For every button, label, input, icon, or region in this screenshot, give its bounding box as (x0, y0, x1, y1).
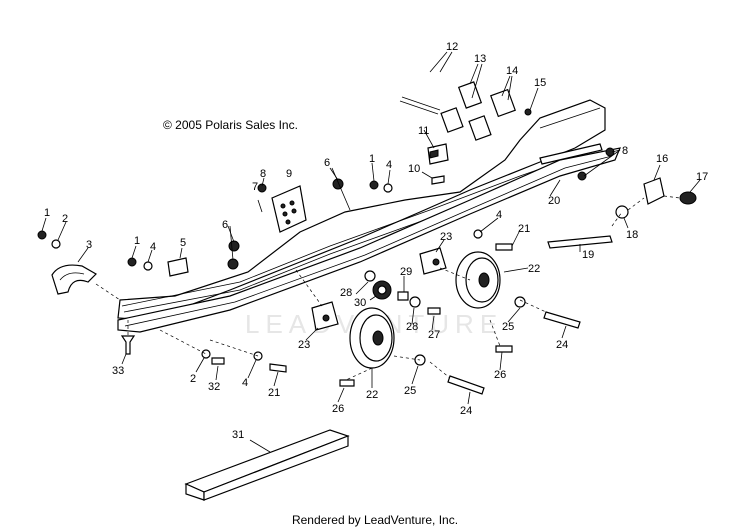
callout-12: 12 (446, 41, 458, 53)
callout-25b: 25 (404, 385, 416, 397)
callout-4c: 4 (496, 209, 502, 221)
bolt-27[interactable] (427, 307, 441, 315)
callout-7: 7 (252, 181, 258, 193)
callout-27: 27 (428, 329, 440, 341)
callout-13: 13 (474, 53, 486, 65)
wheel-bracket-23-upper[interactable] (419, 247, 447, 275)
callout-2: 2 (62, 213, 68, 225)
callout-21b: 21 (268, 387, 280, 399)
callout-1: 1 (369, 153, 375, 165)
idler-wheel-22-upper[interactable] (455, 251, 501, 309)
callout-26b: 26 (332, 403, 344, 415)
block-5[interactable] (167, 257, 189, 277)
callout-5: 5 (180, 237, 186, 249)
callout-3: 3 (86, 239, 92, 251)
callout-2b: 2 (190, 373, 196, 385)
axle-19[interactable] (547, 235, 613, 249)
slide-rail-lower[interactable] (117, 147, 621, 333)
callout-22b: 22 (366, 389, 378, 401)
callout-23b: 23 (298, 339, 310, 351)
callout-1b: 1 (44, 207, 50, 219)
wheel-bracket-23-lower[interactable] (311, 301, 339, 331)
callout-26: 26 (494, 369, 506, 381)
bushing-18[interactable] (615, 205, 629, 219)
washer-2-4[interactable] (51, 183, 483, 361)
callout-32: 32 (208, 381, 220, 393)
callout-16: 16 (656, 153, 668, 165)
callout-17: 17 (696, 171, 708, 183)
callout-18: 18 (626, 229, 638, 241)
callout-25: 25 (502, 321, 514, 333)
nut-15[interactable] (524, 108, 532, 116)
bolt-24[interactable] (447, 311, 581, 395)
copyright-text: © 2005 Polaris Sales Inc. (163, 118, 298, 132)
washer-28[interactable] (364, 270, 421, 308)
callout-23: 23 (440, 231, 452, 243)
leader-lines (41, 51, 701, 453)
callout-6b: 6 (222, 219, 228, 231)
spacer-set-12-13-14[interactable] (399, 81, 516, 141)
pin-10[interactable] (431, 175, 445, 185)
callout-28b: 28 (406, 321, 418, 333)
callout-29: 29 (400, 266, 412, 278)
bolt-7[interactable] (257, 199, 263, 213)
callout-15: 15 (534, 77, 546, 89)
callout-30: 30 (354, 297, 366, 309)
credit-text: Rendered by LeadVenture, Inc. (291, 513, 459, 527)
callout-21: 21 (518, 223, 530, 235)
bolt-26[interactable] (339, 345, 513, 387)
slide-rail[interactable] (117, 99, 606, 321)
callout-24: 24 (556, 339, 568, 351)
callout-4b: 4 (150, 241, 156, 253)
block-11[interactable] (427, 143, 449, 165)
wear-strip-31[interactable] (184, 429, 350, 501)
fastener-33[interactable] (120, 335, 136, 355)
nut-8[interactable] (257, 147, 615, 193)
bracket-16[interactable] (643, 177, 665, 205)
bolt-21[interactable] (269, 243, 513, 373)
callout-31: 31 (232, 429, 244, 441)
spacer-29[interactable] (397, 291, 409, 301)
idler-wheel-22-lower[interactable] (349, 307, 395, 369)
callout-19: 19 (582, 249, 594, 261)
callout-33: 33 (112, 365, 124, 377)
callout-20: 20 (548, 195, 560, 207)
callout-4: 4 (386, 159, 392, 171)
callout-6: 6 (324, 157, 330, 169)
callout-8: 8 (260, 168, 266, 180)
nut-1[interactable] (37, 180, 379, 267)
callout-10: 10 (408, 163, 420, 175)
mounting-plate-9[interactable] (271, 185, 307, 233)
callout-9: 9 (286, 168, 292, 180)
callout-1c: 1 (134, 235, 140, 247)
bumper-3[interactable] (51, 264, 97, 295)
assembly-lines (95, 195, 681, 381)
callout-4d: 4 (242, 377, 248, 389)
callout-28: 28 (340, 287, 352, 299)
cap-17[interactable] (679, 191, 697, 205)
callout-24b: 24 (460, 405, 472, 417)
bolt-32[interactable] (211, 357, 225, 365)
callout-14: 14 (506, 65, 518, 77)
callout-labels: 12 13 14 15 11 8 9 7 6 1 4 10 8 16 17 20… (44, 41, 708, 441)
roller-30[interactable] (372, 280, 392, 300)
wear-strip-20[interactable] (539, 143, 603, 165)
callout-11: 11 (418, 125, 429, 137)
callout-8b: 8 (622, 145, 628, 157)
callout-22: 22 (528, 263, 540, 275)
